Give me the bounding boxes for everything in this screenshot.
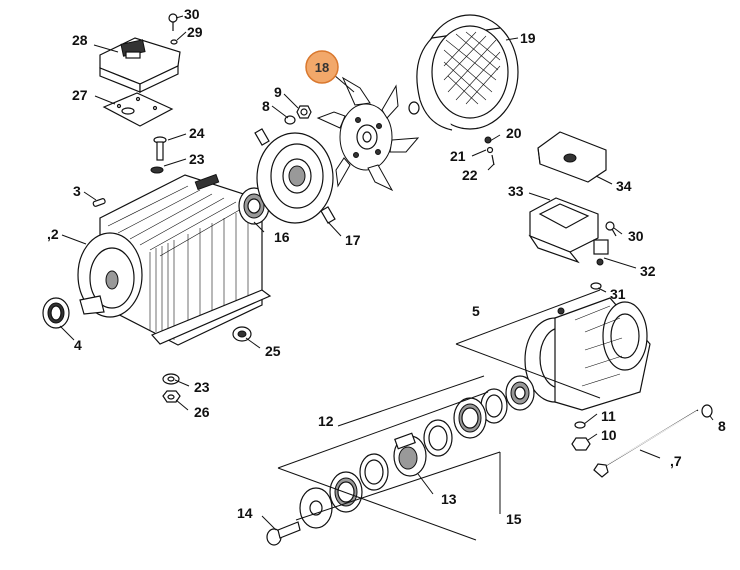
callout-4[interactable]: 4 bbox=[74, 337, 82, 353]
callout-3[interactable]: 3 bbox=[73, 183, 81, 199]
callout-21[interactable]: 21 bbox=[450, 148, 466, 164]
callout-26[interactable]: 26 bbox=[194, 404, 210, 420]
pump-housing-part bbox=[524, 297, 651, 411]
callout-17[interactable]: 17 bbox=[345, 232, 361, 248]
callout-12[interactable]: 12 bbox=[318, 413, 334, 429]
bearing-part bbox=[505, 375, 535, 411]
cover-plate-34-part bbox=[537, 131, 607, 183]
nut-9-part bbox=[284, 105, 312, 125]
switch-box-part bbox=[528, 197, 609, 266]
callout-23-top[interactable]: 23 bbox=[189, 151, 205, 167]
callout-24[interactable]: 24 bbox=[189, 125, 205, 141]
callout-23-bottom[interactable]: 23 bbox=[194, 379, 210, 395]
callout-5[interactable]: 5 bbox=[472, 303, 480, 319]
group-bracket-15 bbox=[295, 451, 501, 521]
callout-10[interactable]: 10 bbox=[601, 427, 617, 443]
leader-lines bbox=[59, 15, 714, 531]
callout-13[interactable]: 13 bbox=[441, 491, 457, 507]
callout-16[interactable]: 16 bbox=[274, 229, 290, 245]
callout-32[interactable]: 32 bbox=[640, 263, 656, 279]
callout-25[interactable]: 25 bbox=[265, 343, 281, 359]
screw-30-top bbox=[168, 13, 178, 45]
screws-20-22-part bbox=[484, 136, 495, 166]
callout-9[interactable]: 9 bbox=[274, 84, 282, 100]
callout-19[interactable]: 19 bbox=[520, 30, 536, 46]
callout-30-right[interactable]: 30 bbox=[628, 228, 644, 244]
callout-27[interactable]: 27 bbox=[72, 87, 88, 103]
seal-4-part bbox=[42, 297, 70, 329]
callout-34[interactable]: 34 bbox=[616, 178, 632, 194]
bearing-25-part bbox=[232, 326, 252, 342]
group-bracket-5 bbox=[455, 289, 601, 399]
callout-2[interactable]: ,2 bbox=[47, 226, 59, 242]
highlight-circle-18 bbox=[305, 50, 339, 84]
callout-29[interactable]: 29 bbox=[187, 24, 203, 40]
callout-18[interactable]: 18 bbox=[315, 60, 329, 75]
callout-31[interactable]: 31 bbox=[610, 286, 626, 302]
callout-11[interactable]: 11 bbox=[601, 408, 616, 424]
screw-30-right bbox=[590, 221, 617, 290]
screw-14-part bbox=[266, 521, 301, 546]
group-bracket-12 bbox=[277, 375, 489, 541]
fan-cover-part bbox=[416, 14, 519, 131]
callout-15[interactable]: 15 bbox=[506, 511, 522, 527]
fan-part bbox=[316, 76, 420, 192]
callout-20[interactable]: 20 bbox=[506, 125, 522, 141]
end-shield-part bbox=[254, 128, 336, 224]
callout-33[interactable]: 33 bbox=[508, 183, 524, 199]
callout-8-right[interactable]: 8 bbox=[718, 418, 726, 434]
callout-8-left[interactable]: 8 bbox=[262, 98, 270, 114]
nut-26-part bbox=[162, 373, 181, 403]
plug-10-part bbox=[571, 421, 591, 451]
callout-22[interactable]: 22 bbox=[462, 167, 478, 183]
callout-14[interactable]: 14 bbox=[237, 505, 253, 521]
motor-housing-part bbox=[77, 173, 272, 346]
callout-28[interactable]: 28 bbox=[72, 32, 88, 48]
terminal-box-cover-part bbox=[99, 37, 181, 93]
callout-7[interactable]: ,7 bbox=[670, 453, 682, 469]
tie-rod-part bbox=[593, 404, 713, 478]
screw-24-part bbox=[92, 136, 167, 207]
callout-30-top[interactable]: 30 bbox=[184, 6, 200, 22]
gasket-plate-part bbox=[102, 92, 174, 127]
pump-internals-part bbox=[299, 388, 508, 529]
